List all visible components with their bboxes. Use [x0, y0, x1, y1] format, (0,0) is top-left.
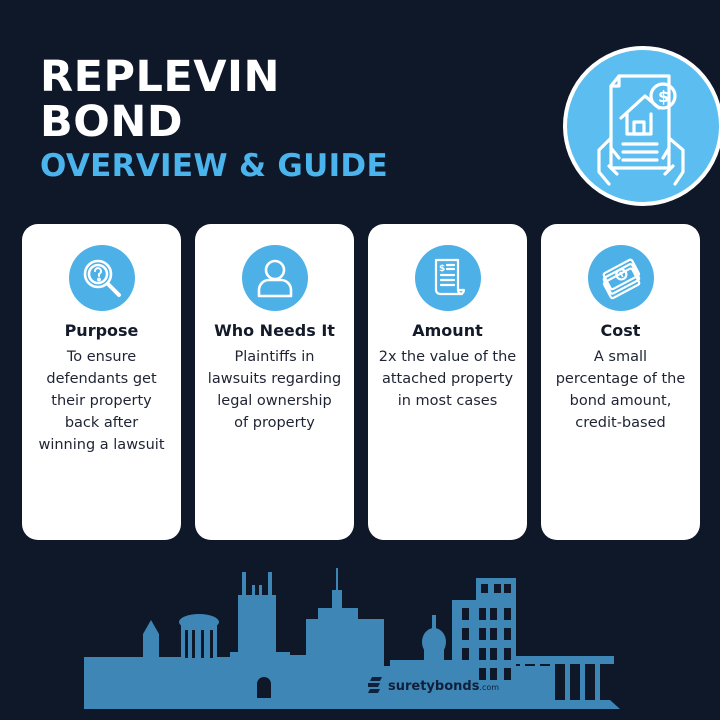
page-title: REPLEVIN BOND: [40, 55, 280, 145]
svg-text:$: $: [439, 264, 445, 274]
card-line: defendants get: [46, 371, 157, 387]
card-line: A small: [593, 349, 648, 365]
card-purpose: Purpose To ensure defendants get their p…: [22, 224, 181, 540]
card-description: Plaintiffs in lawsuits regarding legal o…: [204, 346, 345, 434]
document-house-dollar-in-hands-icon: $: [597, 74, 685, 186]
card-line: To ensure: [66, 349, 137, 365]
card-title: Amount: [412, 321, 483, 340]
icon-circle: [587, 245, 654, 311]
card-line: 2x the value of the: [378, 349, 517, 365]
person-icon: [257, 259, 292, 298]
brand-tld: .com: [479, 683, 500, 692]
title-line-2: BOND: [40, 97, 184, 147]
info-cards: Purpose To ensure defendants get their p…: [22, 224, 700, 540]
card-line: Plaintiffs in: [234, 349, 315, 365]
card-line: credit-based: [575, 415, 666, 431]
suretybonds-logo-icon: [368, 676, 382, 693]
card-amount: $ Amount 2x the value of the attached pr…: [368, 224, 527, 540]
card-who-needs-it: Who Needs It Plaintiffs in lawsuits rega…: [195, 224, 354, 540]
card-title: Who Needs It: [214, 321, 335, 340]
receipt-dollar-icon: $: [434, 258, 465, 296]
card-line: legal ownership: [217, 393, 332, 409]
card-line: of property: [234, 415, 315, 431]
card-description: To ensure defendants get their property …: [34, 346, 168, 456]
card-line: percentage of the: [555, 371, 686, 387]
card-title: Purpose: [64, 321, 139, 340]
card-line: winning a lawsuit: [38, 437, 165, 453]
icon-circle: [68, 245, 135, 311]
page-subtitle: OVERVIEW & GUIDE: [40, 148, 388, 184]
brand-logo: suretybonds.com: [368, 675, 499, 694]
card-description: 2x the value of the attached property in…: [375, 346, 520, 412]
svg-text:$: $: [658, 87, 669, 106]
icon-circle: $: [414, 245, 481, 311]
money-bills-icon: [602, 258, 640, 300]
title-line-1: REPLEVIN: [40, 52, 281, 102]
card-title: Cost: [600, 321, 641, 340]
card-line: attached property: [381, 371, 514, 387]
card-line: their property: [51, 393, 152, 409]
brand-name: suretybonds: [388, 679, 480, 694]
city-skyline-illustration: [84, 568, 620, 709]
magnifier-question-icon: [83, 259, 121, 297]
card-line: in most cases: [397, 393, 498, 409]
card-cost: Cost A small percentage of the bond amou…: [541, 224, 700, 540]
card-line: back after: [64, 415, 139, 431]
card-line: bond amount,: [569, 393, 672, 409]
card-line: lawsuits regarding: [207, 371, 342, 387]
icon-circle: [241, 245, 308, 311]
card-description: A small percentage of the bond amount, c…: [552, 346, 690, 434]
hero-badge: $: [563, 46, 720, 206]
